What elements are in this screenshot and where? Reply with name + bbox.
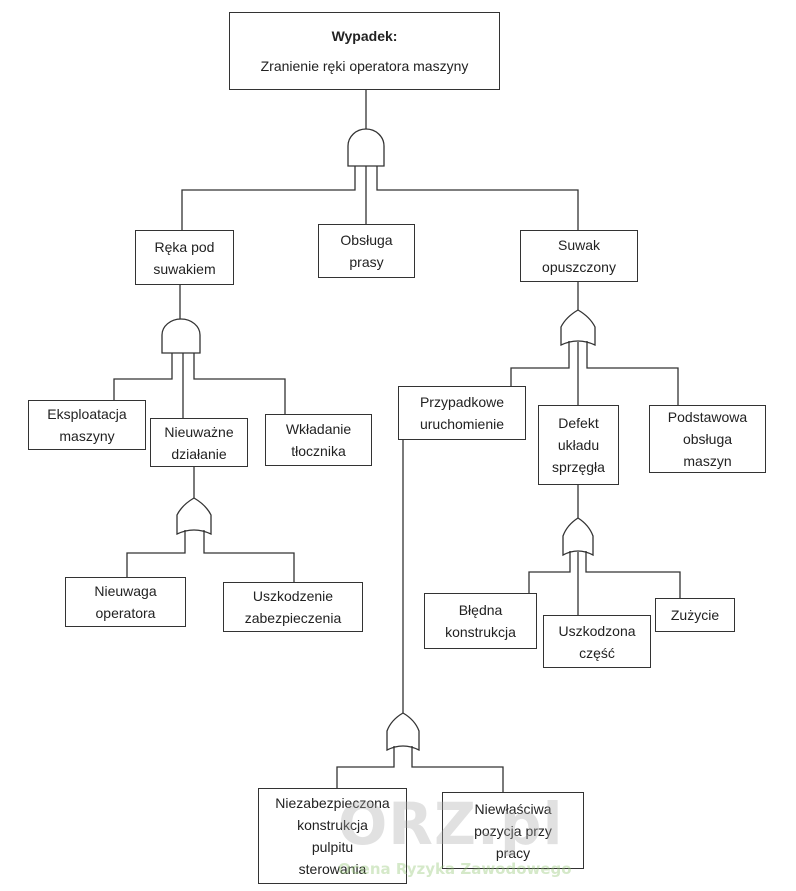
event-box-zuzycie: Zużycie — [655, 598, 735, 632]
event-label: Uszkodzenie zabezpieczenia — [244, 588, 342, 626]
connector-line — [126, 530, 186, 577]
event-box-defekt-ukladu-sprzegla: Defekt układu sprzęgła — [538, 405, 619, 485]
event-box-nieuwaga-operatora: Nieuwaga operatora — [65, 577, 186, 627]
connector-line — [376, 166, 579, 230]
event-box-eksploatacja-maszyny: Eksploatacja maszyny — [28, 400, 146, 450]
connector-line — [336, 746, 395, 788]
top-event-text: Zranienie ręki operatora maszyny — [260, 58, 469, 74]
event-label: Uszkodzona część — [558, 622, 636, 661]
event-box-uszkodzona-czesc: Uszkodzona część — [543, 615, 651, 668]
event-box-suwak-opuszczony: Suwak opuszczony — [520, 230, 638, 282]
or-gate — [386, 712, 420, 752]
or-gate — [562, 517, 594, 557]
event-label: Obsługa prasy — [340, 232, 393, 270]
event-label: Podstawowa obsługa maszyn — [667, 409, 748, 469]
event-label: Przypadkowe uruchomienie — [419, 394, 505, 432]
connector-line — [528, 551, 571, 593]
event-box-niezabezpieczona-konstrukcja: Niezabezpieczona konstrukcja pulpitu ste… — [258, 788, 407, 884]
and-gate — [161, 318, 201, 354]
event-label: Błędna konstrukcja — [445, 602, 516, 640]
event-box-uszkodzenie-zabezpieczenia: Uszkodzenie zabezpieczenia — [223, 582, 363, 632]
event-box-obsluga-prasy: Obsługa prasy — [318, 224, 415, 278]
event-label: Wkładanie tłocznika — [285, 421, 352, 459]
or-gate — [176, 497, 212, 536]
connector-line — [411, 746, 504, 792]
event-label: Suwak opuszczony — [542, 237, 616, 275]
top-event-title: Wypadek: — [331, 28, 398, 44]
event-box-bledna-konstrukcja: Błędna konstrukcja — [424, 593, 537, 649]
event-label: Niewłaściwa pozycja przy pracy — [474, 800, 552, 861]
connector-line — [510, 341, 570, 386]
connector-line — [193, 353, 286, 414]
event-label: Nieuważne działanie — [164, 423, 234, 462]
event-label: Nieuwaga operatora — [94, 583, 157, 621]
event-label: Zużycie — [670, 607, 720, 623]
event-box-podstawowa-obsluga-maszyn: Podstawowa obsługa maszyn — [649, 405, 766, 473]
connector-line — [113, 353, 173, 400]
or-gate — [560, 309, 596, 347]
event-box-wkladanie-tlocznika: Wkładanie tłocznika — [265, 414, 372, 466]
event-label: Ręka pod suwakiem — [153, 238, 216, 277]
event-box-przypadkowe-uruchomienie: Przypadkowe uruchomienie — [398, 386, 526, 440]
event-label: Defekt układu sprzęgła — [552, 415, 605, 475]
event-label: Eksploatacja maszyny — [47, 406, 127, 444]
connector-line — [181, 166, 356, 230]
event-box-nieuwazne-dzialanie: Nieuważne działanie — [150, 418, 248, 467]
event-box-niewlasciwa-pozycja: Niewłaściwa pozycja przy pracy — [442, 792, 584, 869]
connector-line — [586, 341, 679, 405]
event-label: Niezabezpieczona konstrukcja pulpitu ste… — [275, 795, 390, 877]
connector-line — [203, 530, 295, 582]
and-gate — [347, 128, 385, 167]
event-box-reka-pod-suwakiem: Ręka pod suwakiem — [135, 230, 234, 285]
top-event-box: Wypadek: Zranienie ręki operatora maszyn… — [229, 12, 500, 90]
connector-line — [585, 551, 681, 598]
